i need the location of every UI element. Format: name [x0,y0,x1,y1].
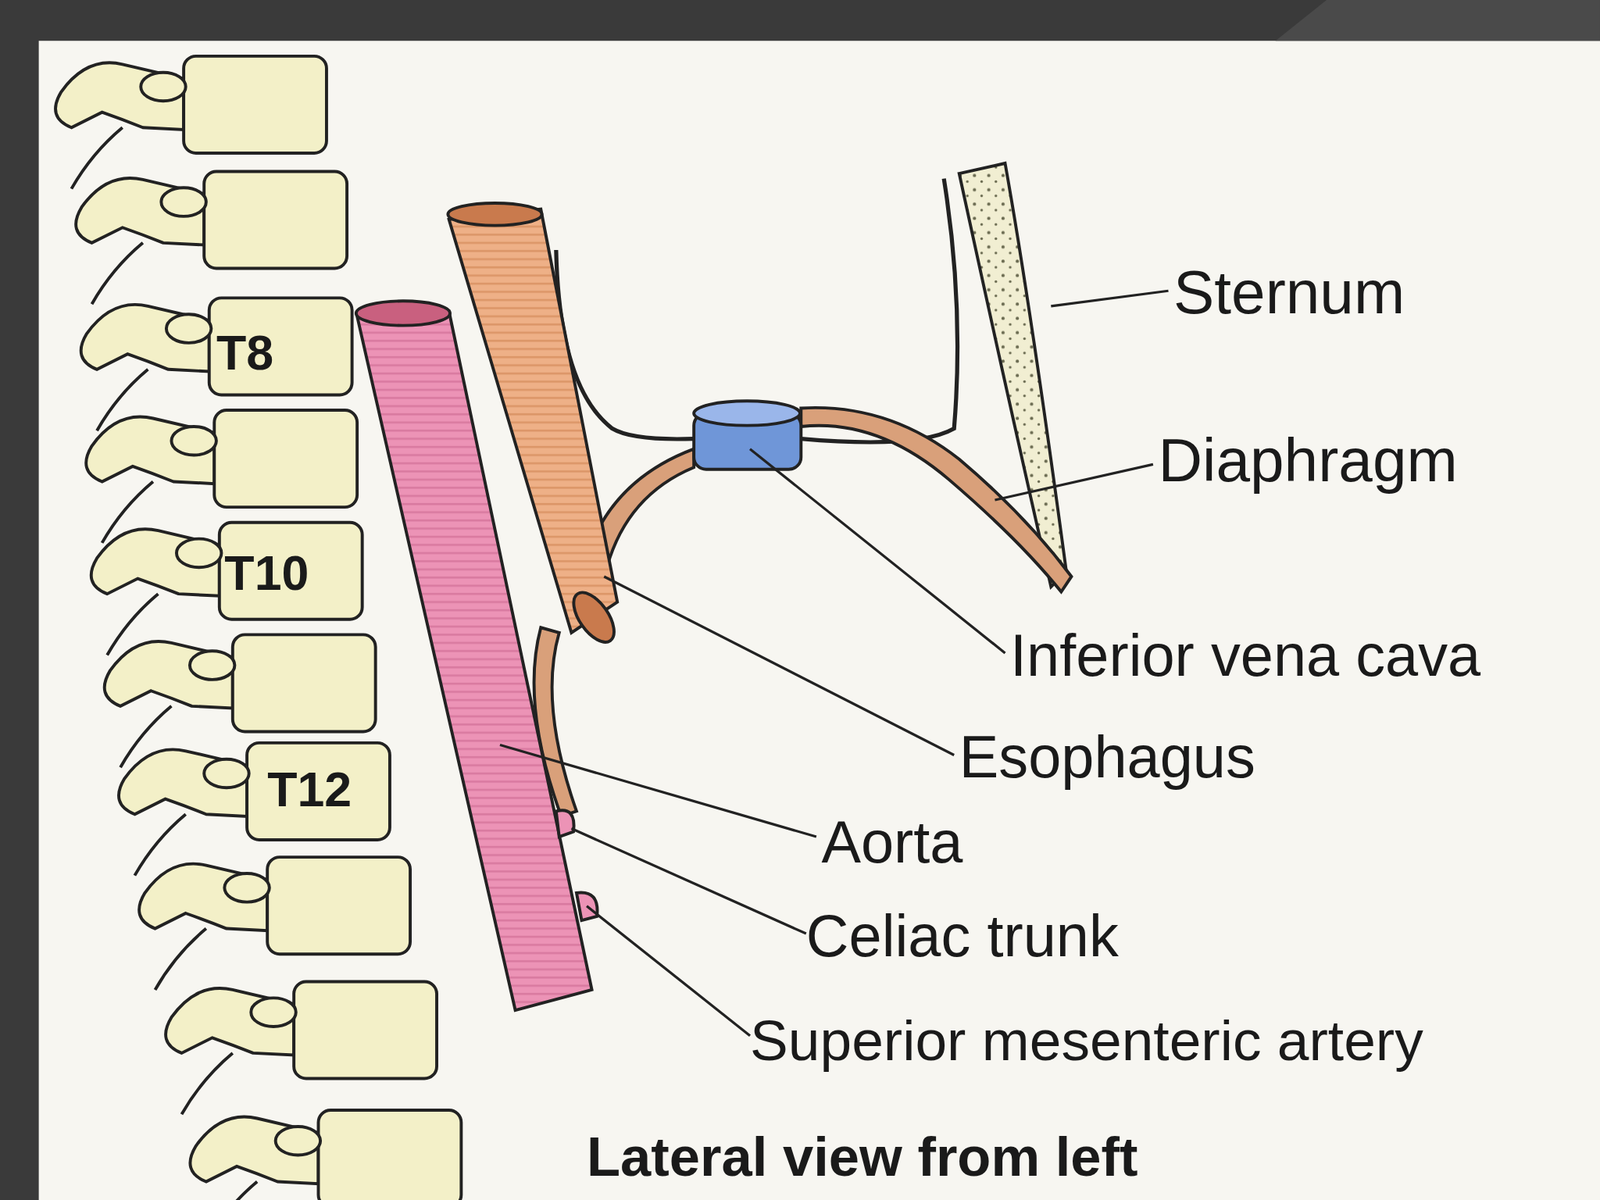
celiac-trunk [556,810,575,837]
vertebra [139,857,411,990]
vertebra-label: T10 [224,549,309,599]
esophagus-end [447,203,542,226]
corner [1275,0,1600,41]
structure-label: Aorta [821,812,963,872]
structure-label: Sternum [1173,262,1405,324]
vertebra [165,981,437,1115]
structure-label: Diaphragm [1157,430,1458,492]
vertebra-label: T8 [216,328,274,379]
aorta-end [356,300,450,325]
vertebra [189,1110,461,1200]
inferior-vena-cava-end [693,400,800,425]
pleura-line [800,178,958,443]
esophagus-end [565,585,622,650]
structure-label: Celiac trunk [806,906,1119,966]
caption: Lateral view from left [586,1128,1139,1185]
vertebra-label: T12 [267,765,352,815]
vertebra [75,171,347,304]
esophagus [449,209,618,633]
structure-label: Inferior vena cava [1010,625,1481,686]
vertebra [55,56,327,190]
structure-label: Superior mesenteric artery [750,1012,1424,1070]
diaphragm [800,407,1072,593]
structure-label: Esophagus [959,727,1256,787]
panel [39,40,1600,1200]
